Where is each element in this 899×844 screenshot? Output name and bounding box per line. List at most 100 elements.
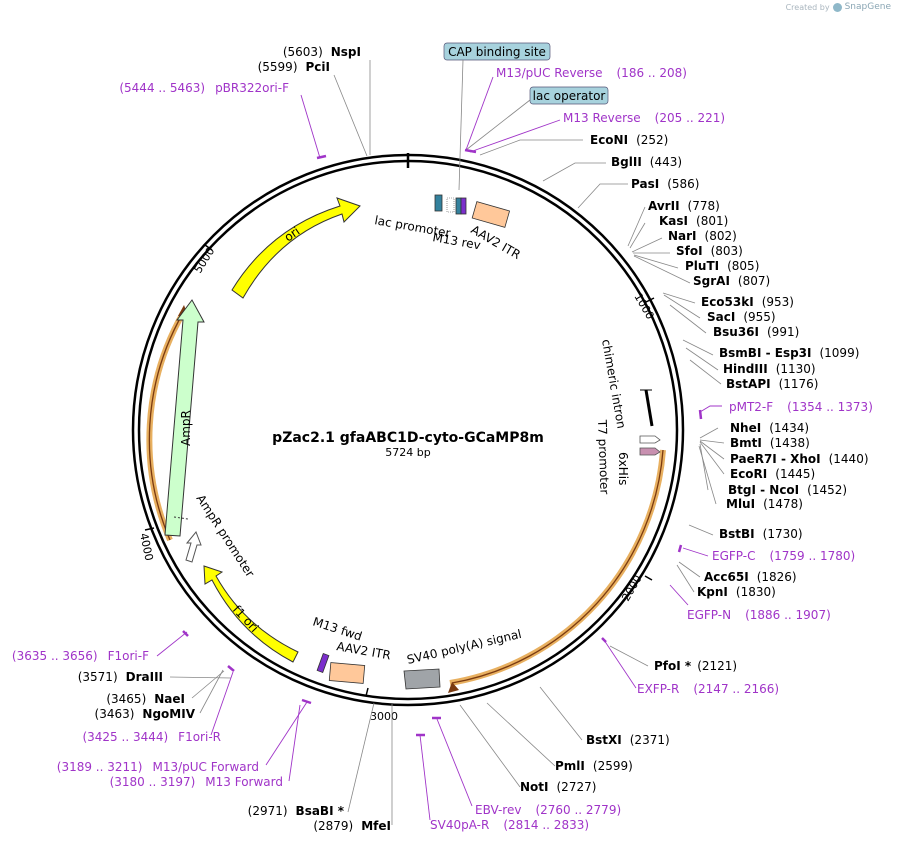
f1-ori-arrow xyxy=(203,565,299,663)
primer-exfp-r: EXFP-R xyxy=(637,682,679,696)
orf-arrow-right xyxy=(451,449,664,684)
enzyme-bsmbi-esp3i: BsmBI - Esp3I xyxy=(719,346,811,360)
snapgene-watermark: Created by SnapGene xyxy=(786,2,891,12)
enzyme-kpni: KpnI xyxy=(697,585,728,599)
enzyme-saci: SacI xyxy=(707,310,735,324)
svg-text:SfoI(803): SfoI(803) xyxy=(676,244,743,258)
svg-text:NotI(2727): NotI(2727) xyxy=(520,780,596,794)
enzyme-bsabi: BsaBI * xyxy=(296,804,345,818)
enzyme-bglii: BglII xyxy=(611,155,642,169)
svg-text:M13/pUC Reverse(186 .. 208): M13/pUC Reverse(186 .. 208) xyxy=(496,66,687,80)
ampr-arrow xyxy=(164,299,205,537)
enzyme-hindiii: HindIII xyxy=(723,362,768,376)
svg-text:(2971)BsaBI *: (2971)BsaBI * xyxy=(248,804,345,818)
svg-text:Acc65I(1826): Acc65I(1826) xyxy=(704,570,797,584)
primer-f1ori-f: F1ori-F xyxy=(108,649,149,663)
plasmid-name: pZac2.1 gfaABC1D-cyto-GCaMP8m xyxy=(272,430,544,446)
svg-text:HindIII(1130): HindIII(1130) xyxy=(723,362,816,376)
svg-text:Eco53kI(953): Eco53kI(953) xyxy=(701,295,794,309)
enzyme-leader-lines-left xyxy=(169,60,393,825)
ori-arrow xyxy=(231,197,361,299)
t7-promoter-label: T7 promoter xyxy=(595,419,612,495)
chimeric-intron-feature xyxy=(644,389,654,427)
enzyme-bstxi: BstXI xyxy=(586,733,622,747)
enzyme-kasi: KasI xyxy=(659,214,688,228)
svg-text:(3635 .. 3656)F1ori-F: (3635 .. 3656)F1ori-F xyxy=(12,649,149,663)
svg-text:SacI(955): SacI(955) xyxy=(707,310,776,324)
svg-text:(5444 .. 5463)pBR322ori-F: (5444 .. 5463)pBR322ori-F xyxy=(119,81,289,95)
svg-text:EGFP-N(1886 .. 1907): EGFP-N(1886 .. 1907) xyxy=(687,608,831,622)
orf-arrowhead-right xyxy=(448,682,459,693)
enzyme-eco53ki: Eco53kI xyxy=(701,295,754,309)
aav2-itr-bottom-label: AAV2 ITR xyxy=(335,639,391,662)
enzyme-nspi: NspI xyxy=(331,45,361,59)
svg-text:(3571)DraIII: (3571)DraIII xyxy=(78,670,163,684)
sv40-polya-feature xyxy=(403,668,441,690)
svg-text:NarI(802): NarI(802) xyxy=(668,229,737,243)
his6-feature xyxy=(639,447,661,456)
cap-binding-site-label: CAP binding site xyxy=(448,45,546,59)
svg-text:(3425 .. 3444)F1ori-R: (3425 .. 3444)F1ori-R xyxy=(82,730,221,744)
svg-text:PasI(586): PasI(586) xyxy=(631,177,699,191)
svg-text:EcoNI(252): EcoNI(252) xyxy=(590,133,668,147)
cap-binding-site-callout xyxy=(443,42,551,61)
lac-operator-feature xyxy=(455,197,462,215)
enzyme-nhei: NheI xyxy=(730,421,761,435)
svg-text:EcoRI(1445): EcoRI(1445) xyxy=(730,467,815,481)
primer-m13-puc-forward: M13/pUC Forward xyxy=(152,760,259,774)
tick-3000: 3000 xyxy=(370,710,398,723)
tick-2000: 2000 xyxy=(619,573,644,604)
sv40-label: SV40 poly(A) signal xyxy=(406,627,523,667)
enzyme-naei: NaeI xyxy=(154,692,185,706)
m13-fwd-feature xyxy=(316,653,330,673)
enzyme-bsu36i: Bsu36I xyxy=(713,325,759,339)
primer-pbr322ori-f: pBR322ori-F xyxy=(215,81,289,95)
primer-ebv-rev: EBV-rev xyxy=(475,803,521,817)
enzyme-bstbi: BstBI xyxy=(719,527,755,541)
enzyme-pluti: PluTI xyxy=(685,259,719,273)
lac-operator-label: lac operator xyxy=(533,89,606,103)
svg-text:BglII(443): BglII(443) xyxy=(611,155,682,169)
svg-text:(5599)PciI: (5599)PciI xyxy=(258,60,330,74)
ampr-label: AmpR xyxy=(179,410,193,446)
plasmid-length: 5724 bp xyxy=(385,446,430,459)
svg-text:(3463)NgoMIV: (3463)NgoMIV xyxy=(95,707,196,721)
enzyme-econi: EcoNI xyxy=(590,133,628,147)
lac-promoter-feature xyxy=(434,194,443,212)
primer-marks xyxy=(182,148,703,737)
enzyme-noti: NotI xyxy=(520,780,549,794)
t7-promoter-feature xyxy=(639,435,661,444)
svg-text:(3180 .. 3197)M13 Forward: (3180 .. 3197)M13 Forward xyxy=(110,775,283,789)
svg-text:Bsu36I(991): Bsu36I(991) xyxy=(713,325,799,339)
enzyme-sfoi: SfoI xyxy=(676,244,703,258)
svg-text:KasI(801): KasI(801) xyxy=(659,214,728,228)
primer-m13-forward: M13 Forward xyxy=(205,775,283,789)
tick-5000: 5000 xyxy=(192,245,218,276)
enzyme-acc65i: Acc65I xyxy=(704,570,749,584)
svg-text:(3189 .. 3211)M13/pUC Forward: (3189 .. 3211)M13/pUC Forward xyxy=(57,760,259,774)
enzyme-bstapi: BstAPI xyxy=(726,377,771,391)
svg-text:BstBI(1730): BstBI(1730) xyxy=(719,527,803,541)
svg-text:BtgI - NcoI(1452): BtgI - NcoI(1452) xyxy=(728,483,847,497)
primer-egfp-n: EGFP-N xyxy=(687,608,731,622)
enzyme-pfoi: PfoI * xyxy=(654,659,692,673)
svg-text:SV40pA-R(2814 .. 2833): SV40pA-R(2814 .. 2833) xyxy=(430,818,589,832)
svg-text:M13 Reverse(205 .. 221): M13 Reverse(205 .. 221) xyxy=(563,111,725,125)
tick-4000: 4000 xyxy=(137,532,156,562)
snapgene-logo-icon xyxy=(832,2,842,12)
enzyme-leader-lines-right xyxy=(459,139,725,788)
enzyme-sgrai: SgrAI xyxy=(693,274,730,288)
m13-rev-feature xyxy=(460,197,467,215)
enzyme-nari: NarI xyxy=(668,229,697,243)
svg-text:EBV-rev(2760 .. 2779): EBV-rev(2760 .. 2779) xyxy=(475,803,621,817)
primer-pmt2-f: pMT2-F xyxy=(729,400,773,414)
svg-text:AvrII(778): AvrII(778) xyxy=(648,199,720,213)
primer-leader-lines xyxy=(156,76,722,821)
svg-text:(5603)NspI: (5603)NspI xyxy=(283,45,361,59)
enzyme-bmti: BmtI xyxy=(730,436,762,450)
aav2-itr-bottom xyxy=(328,662,366,684)
svg-text:BsmBI - Esp3I(1099): BsmBI - Esp3I(1099) xyxy=(719,346,859,360)
his6-label: 6xHis xyxy=(616,452,630,485)
primer-m13-reverse: M13 Reverse xyxy=(563,111,641,125)
enzyme-pcii: PciI xyxy=(306,60,331,74)
